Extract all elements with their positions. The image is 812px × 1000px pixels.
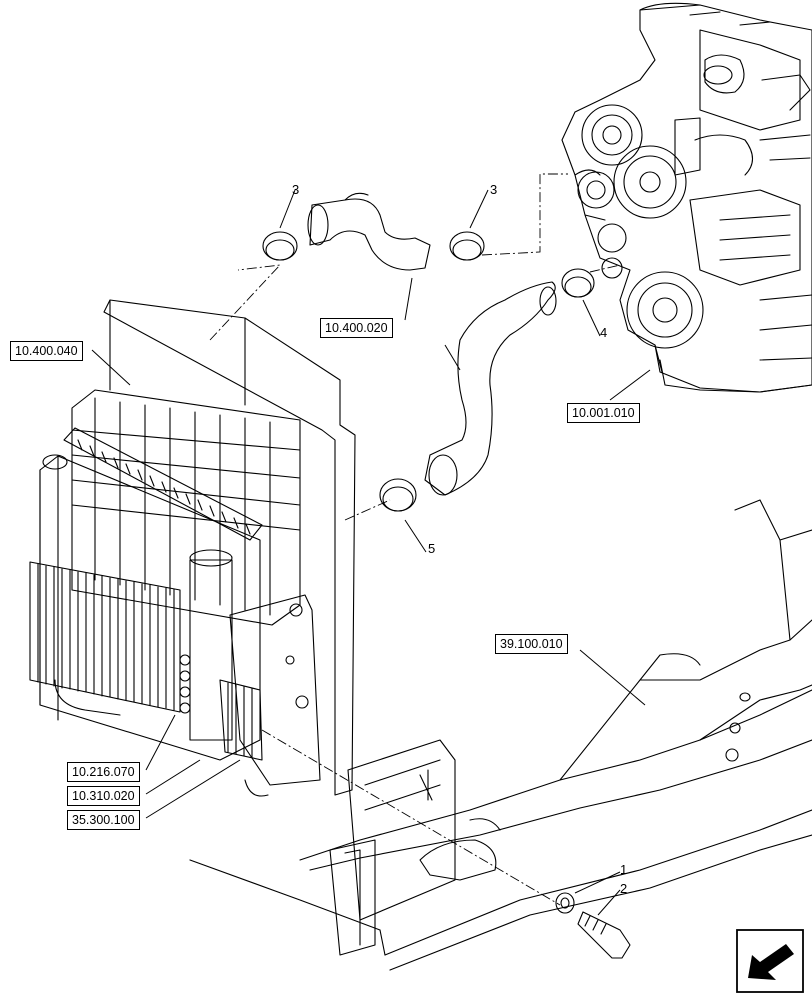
hoses-drawing [262,192,595,512]
chassis-frame-drawing [189,499,812,971]
ref-coolant-hoses[interactable]: 10.400.020 [320,318,393,338]
assembly-lines [209,173,621,906]
ref-radiator-assembly[interactable]: 10.400.040 [10,341,83,361]
callout-clamp-lower: 5 [428,541,436,556]
next-page-arrow-icon[interactable] [736,929,804,993]
ref-engine[interactable]: 10.001.010 [567,403,640,423]
ref-intercooler[interactable]: 10.310.020 [67,786,140,806]
callout-washer: 1 [620,862,628,877]
cooling-pack-drawing [29,299,356,797]
leader-lines [91,189,651,916]
engine-drawing [561,2,812,393]
washer-bolt-drawing [555,892,631,959]
ref-condenser[interactable]: 35.300.100 [67,810,140,830]
callout-bolt: 2 [620,881,628,896]
ref-oil-cooler[interactable]: 10.216.070 [67,762,140,782]
callout-clamp-engine: 4 [600,325,608,340]
callout-clamp-left: 3 [292,182,300,197]
ref-chassis-frame[interactable]: 39.100.010 [495,634,568,654]
callout-clamp-right: 3 [490,182,498,197]
